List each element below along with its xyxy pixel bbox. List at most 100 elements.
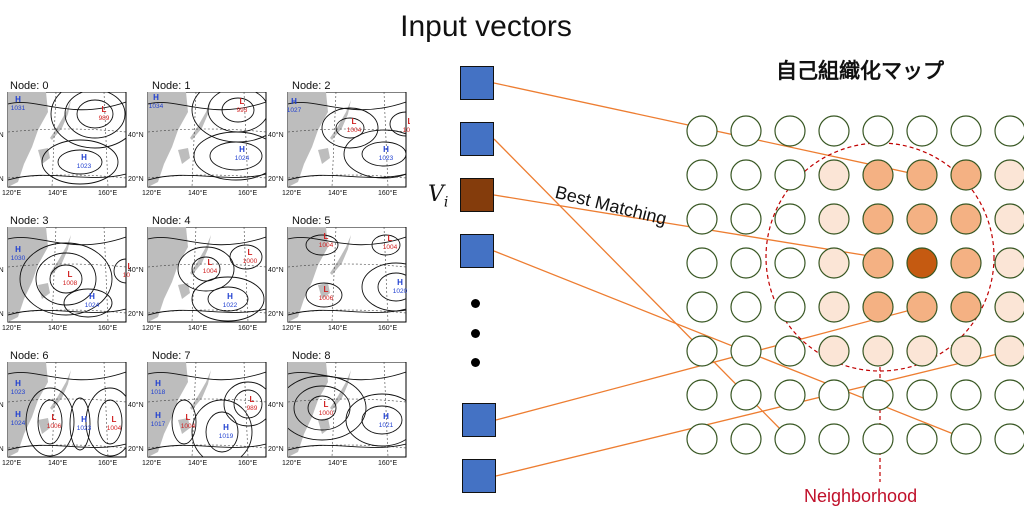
som-node xyxy=(862,203,894,235)
som-node xyxy=(994,247,1024,279)
high-value: 1024 xyxy=(11,420,26,427)
node-label: Node: 0 xyxy=(10,80,49,92)
high-marker: H xyxy=(81,153,87,162)
som-node xyxy=(686,203,718,235)
low-marker: L xyxy=(102,105,107,114)
som-node xyxy=(818,115,850,147)
som-node xyxy=(862,335,894,367)
high-marker: H xyxy=(291,97,297,106)
som-node xyxy=(774,203,806,235)
low-marker: L xyxy=(388,234,393,243)
high-marker: H xyxy=(397,278,403,287)
low-value: 993 xyxy=(237,107,248,114)
high-marker: H xyxy=(383,145,389,154)
high-marker: H xyxy=(153,93,159,102)
lon-label: 140°E xyxy=(188,460,208,467)
lat-label: 20°N xyxy=(268,176,284,183)
som-node xyxy=(686,247,718,279)
high-marker: H xyxy=(89,292,95,301)
node-map-6: Node: 6H1023H1024H1023L1006L100440°N20°N… xyxy=(0,350,130,485)
high-marker: H xyxy=(155,411,161,420)
low-value: 1000 xyxy=(243,258,258,265)
low-value: 1004 xyxy=(181,423,196,430)
lon-label: 140°E xyxy=(328,190,348,197)
low-marker: L xyxy=(52,413,57,422)
lat-label: 40°N xyxy=(0,132,4,139)
node-label: Node: 1 xyxy=(152,80,191,92)
lon-label: 120°E xyxy=(282,460,302,467)
lon-label: 160°E xyxy=(98,460,118,467)
som-node xyxy=(686,291,718,323)
node-label: Node: 8 xyxy=(292,350,331,362)
lon-label: 160°E xyxy=(98,325,118,332)
som-node xyxy=(774,115,806,147)
lon-label: 140°E xyxy=(48,325,68,332)
input-vector-vi xyxy=(460,178,494,212)
low-marker: L xyxy=(128,262,130,271)
lon-label: 120°E xyxy=(2,325,22,332)
som-node xyxy=(862,423,894,455)
high-marker: H xyxy=(383,412,389,421)
input-vector-n-1 xyxy=(462,403,496,437)
som-node xyxy=(774,423,806,455)
pressure-map: H1027H1023L1004L1004 xyxy=(287,92,410,188)
high-value: 1022 xyxy=(223,302,238,309)
som-node xyxy=(730,291,762,323)
connection-line xyxy=(495,350,1011,477)
input-vector-n xyxy=(462,459,496,493)
lon-label: 120°E xyxy=(2,460,22,467)
node-map-3: Node: 3H1030H1024L1008L100140°N20°N120°E… xyxy=(0,215,130,350)
lat-label: 20°N xyxy=(128,446,144,453)
som-node xyxy=(906,291,938,323)
low-marker: L xyxy=(186,413,191,422)
input-vector-1 xyxy=(460,66,494,100)
som-node xyxy=(818,335,850,367)
low-marker: L xyxy=(248,248,253,257)
som-node xyxy=(906,379,938,411)
lon-label: 120°E xyxy=(142,190,162,197)
lon-label: 120°E xyxy=(142,460,162,467)
som-node xyxy=(862,379,894,411)
low-marker: L xyxy=(324,285,329,294)
lat-label: 20°N xyxy=(0,176,4,183)
high-value: 1018 xyxy=(151,389,166,396)
som-node xyxy=(994,423,1024,455)
low-value: 1000 xyxy=(319,410,334,417)
high-value: 1023 xyxy=(77,163,92,170)
lon-label: 140°E xyxy=(328,460,348,467)
som-node xyxy=(994,335,1024,367)
low-value: 989 xyxy=(247,405,258,412)
som-node xyxy=(818,247,850,279)
lon-label: 120°E xyxy=(2,190,22,197)
lat-label: 40°N xyxy=(268,402,284,409)
lat-label: 40°N xyxy=(128,132,144,139)
low-value: 1004 xyxy=(319,242,334,249)
node-label: Node: 6 xyxy=(10,350,49,362)
som-node xyxy=(862,247,894,279)
node-label: Node: 5 xyxy=(292,215,331,227)
high-value: 1019 xyxy=(219,433,234,440)
lon-label: 160°E xyxy=(238,190,258,197)
low-value: 1004 xyxy=(203,268,218,275)
high-marker: H xyxy=(227,292,233,301)
high-marker: H xyxy=(15,410,21,419)
lon-label: 140°E xyxy=(328,325,348,332)
node-map-0: Node: 0H1031H1023L98940°N20°N120°E140°E1… xyxy=(0,80,130,215)
som-node xyxy=(950,291,982,323)
high-value: 1024 xyxy=(235,155,250,162)
lat-label: 20°N xyxy=(268,446,284,453)
node-label: Node: 3 xyxy=(10,215,49,227)
high-marker: H xyxy=(15,245,21,254)
som-node xyxy=(950,423,982,455)
som-node xyxy=(730,159,762,191)
som-node xyxy=(994,379,1024,411)
lon-label: 160°E xyxy=(238,325,258,332)
low-value: 1008 xyxy=(63,280,78,287)
high-marker: H xyxy=(239,145,245,154)
som-node-bmu xyxy=(906,247,938,279)
low-value: 1001 xyxy=(123,272,130,279)
